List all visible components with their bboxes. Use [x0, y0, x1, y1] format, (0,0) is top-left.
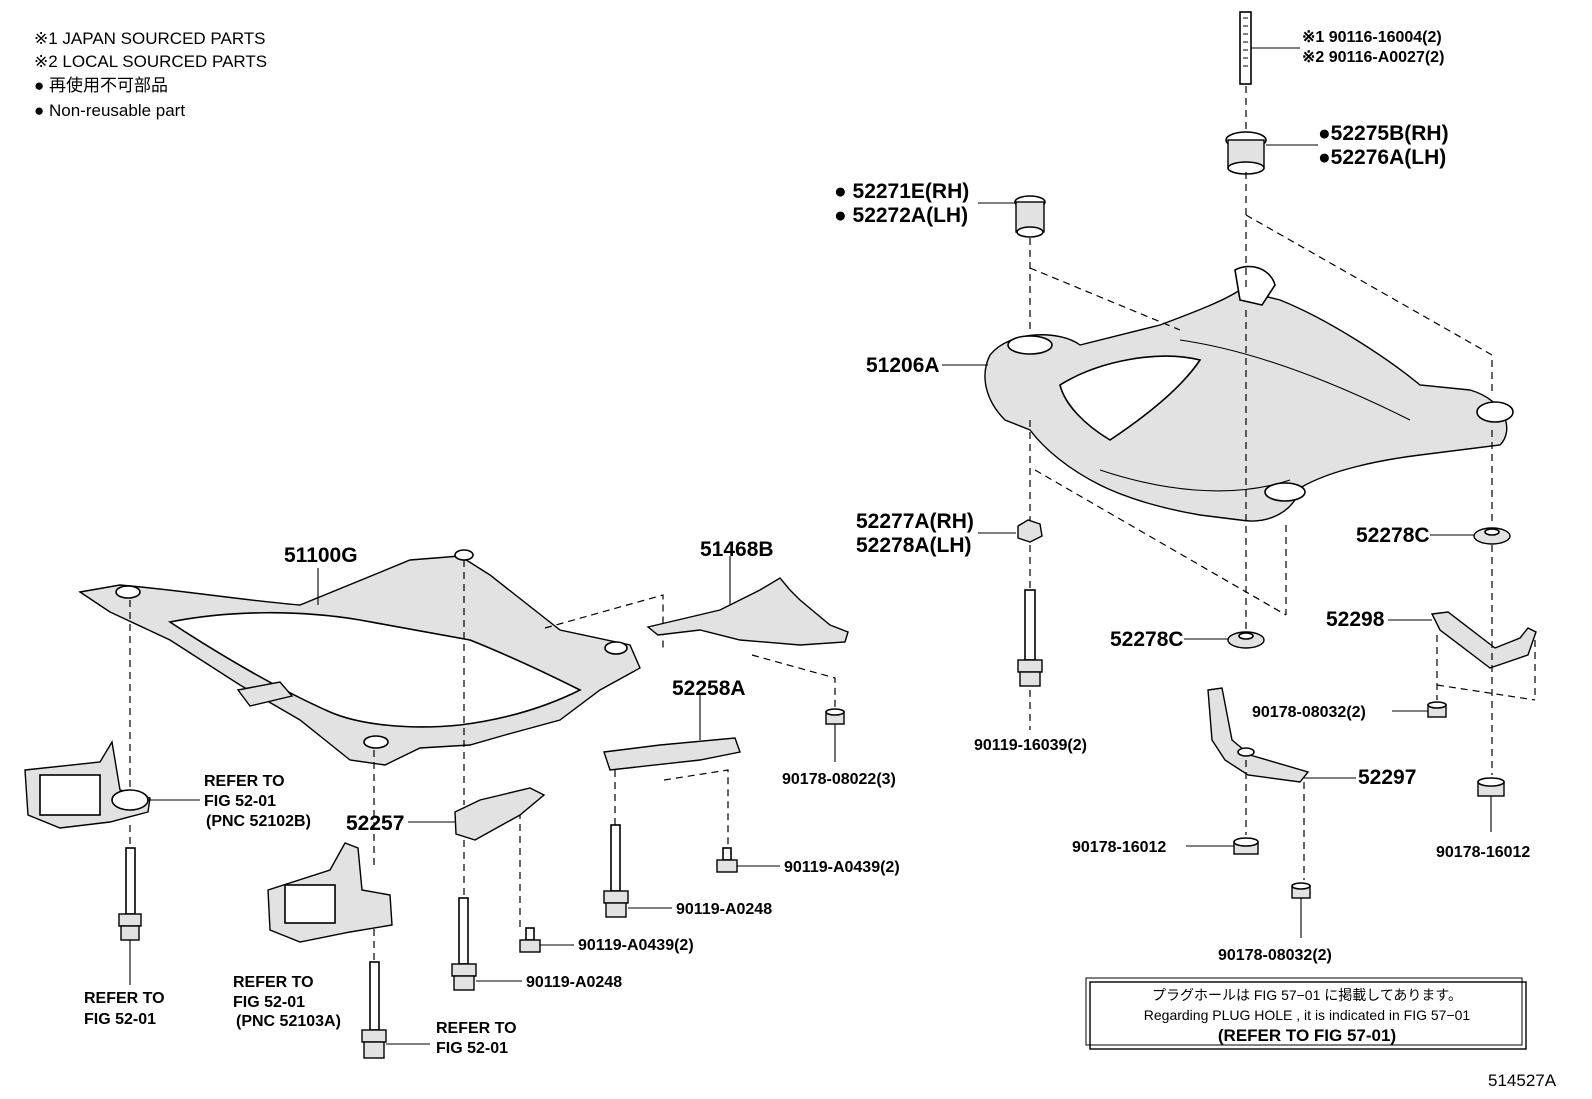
- front-crossmember-51100g: [78, 549, 641, 766]
- figure-id: 514527A: [1488, 1071, 1557, 1090]
- label-ref3-line3: (PNC 52103A): [236, 1013, 341, 1030]
- label-ref1-line1: REFER TO: [204, 773, 285, 790]
- label-ref1-line2: FIG 52-01: [204, 793, 276, 810]
- label-ref2-line2: FIG 52-01: [84, 1011, 156, 1028]
- label-ref3-line2: FIG 52-01: [233, 994, 305, 1011]
- nut-90178-08032-right: [1427, 701, 1447, 718]
- plug-hole-note-box: プラグホールは FIG 57−01 に掲載してあります。 Regarding P…: [1085, 977, 1527, 1050]
- bolt-90119-a0248-lower: [451, 897, 477, 991]
- nut-90178-16012-center: [1233, 837, 1259, 855]
- label-stud-local: ※2 90116-A0027(2): [1302, 49, 1444, 66]
- stopper-52277a: [1017, 519, 1043, 543]
- stopper-52278c-center: [1227, 631, 1265, 649]
- stud-bolt-part: [1239, 11, 1252, 85]
- label-52298: 52298: [1326, 608, 1385, 631]
- label-52258a: 52258A: [672, 677, 746, 700]
- note-en: Regarding PLUG HOLE , it is indicated in…: [1144, 1007, 1471, 1023]
- bracket-51468b: [646, 577, 849, 646]
- label-52278c-right: 52278C: [1356, 524, 1430, 547]
- label-52276a: ●52276A(LH): [1318, 146, 1446, 169]
- nut-90178-08032-bottom: [1291, 882, 1311, 899]
- engine-mount-bracket-1: [24, 740, 151, 829]
- stopper-52278c-right: [1473, 527, 1511, 545]
- label-90178-16012-center: 90178-16012: [1072, 839, 1166, 856]
- brace-52297: [1207, 687, 1310, 783]
- label-51100g: 51100G: [284, 544, 358, 567]
- legend-non-reusable-jp: ● 再使用不可部品: [34, 75, 168, 95]
- label-90119-a0248-upper: 90119-A0248: [676, 901, 772, 918]
- label-52257: 52257: [346, 812, 404, 835]
- bolt-center-ref4: [361, 961, 387, 1059]
- label-ref3-line1: REFER TO: [233, 974, 314, 991]
- nut-90178-16012-right: [1477, 777, 1505, 797]
- label-52297: 52297: [1358, 766, 1416, 789]
- label-ref2-line1: REFER TO: [84, 990, 165, 1007]
- label-ref4-line1: REFER TO: [436, 1020, 517, 1037]
- label-52275b: ●52275B(RH): [1318, 122, 1449, 145]
- label-51206a: 51206A: [866, 354, 940, 377]
- legend-japan-sourced: ※1 JAPAN SOURCED PARTS: [34, 29, 266, 48]
- nut-90178-08022: [825, 708, 845, 725]
- label-90119-a0439-lower: 90119-A0439(2): [578, 937, 694, 954]
- note-jp: プラグホールは FIG 57−01 に掲載してあります。: [1152, 987, 1462, 1003]
- label-90178-08022: 90178-08022(3): [782, 771, 896, 788]
- legend: ※1 JAPAN SOURCED PARTS ※2 LOCAL SOURCED …: [34, 29, 267, 120]
- label-52278c-center: 52278C: [1110, 628, 1184, 651]
- legend-local-sourced: ※2 LOCAL SOURCED PARTS: [34, 52, 267, 71]
- note-ref: (REFER TO FIG 57-01): [1218, 1026, 1396, 1045]
- label-ref4-line2: FIG 52-01: [436, 1040, 508, 1057]
- label-90178-16012-right: 90178-16012: [1436, 844, 1530, 861]
- label-90119-a0439-upper: 90119-A0439(2): [784, 859, 900, 876]
- label-90178-08032-right: 90178-08032(2): [1252, 704, 1366, 721]
- label-51468b: 51468B: [700, 538, 774, 561]
- bolt-90119-a0439-upper: [716, 847, 738, 873]
- label-90178-08032-bottom: 90178-08032(2): [1218, 947, 1332, 964]
- label-52271e: ● 52271E(RH): [834, 180, 969, 203]
- rear-crossmember-51206a: [984, 265, 1514, 522]
- mount-cushion-52275b: [1225, 131, 1267, 175]
- plate-52258a: [603, 737, 741, 771]
- bolt-left-ref2: [118, 847, 142, 941]
- brace-52257: [454, 787, 546, 841]
- label-90119-16039: 90119-16039(2): [974, 737, 1087, 754]
- label-52277a: 52277A(RH): [856, 510, 974, 533]
- engine-mount-bracket-2: [267, 842, 393, 943]
- label-ref1-line3: (PNC 52102B): [206, 813, 311, 830]
- label-90119-a0248-lower: 90119-A0248: [526, 974, 622, 991]
- mount-cushion-52271e: [1014, 195, 1046, 238]
- bolt-90119-16039: [1017, 589, 1043, 687]
- bolt-90119-a0439-lower: [519, 927, 541, 953]
- bolt-90119-a0248-upper: [603, 824, 629, 918]
- brace-52298: [1430, 611, 1537, 669]
- label-stud-japan: ※1 90116-16004(2): [1302, 29, 1442, 46]
- legend-non-reusable-en: ● Non-reusable part: [34, 101, 185, 120]
- label-52278a: 52278A(LH): [856, 534, 972, 557]
- label-52272a: ● 52272A(LH): [834, 204, 968, 227]
